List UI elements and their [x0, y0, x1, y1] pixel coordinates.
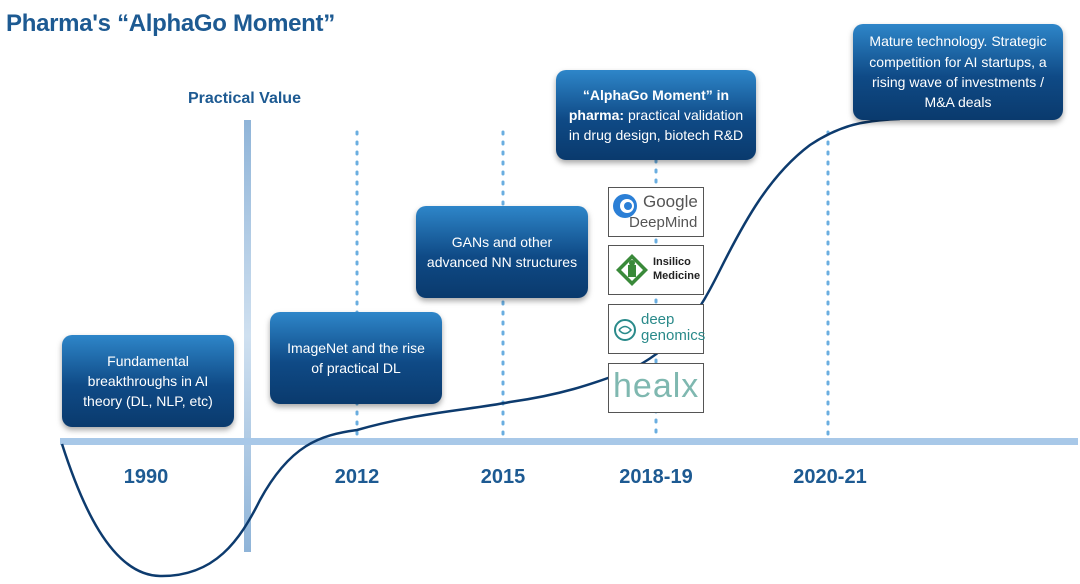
box-2018: “AlphaGo Moment” in pharma: practical va… [556, 70, 756, 160]
logo-deep-genomics: deep genomics [608, 304, 706, 354]
year-label-2012: 2012 [334, 466, 380, 488]
box-2012-text: ImageNet and the rise of practical DL [287, 339, 425, 376]
box-2018-rest: practical validation in drug design, bio… [568, 106, 744, 144]
practical-value-label: Practical Value [188, 90, 301, 107]
box-2018-bold: “AlphaGo Moment” in pharma: [568, 86, 730, 123]
medicine-text: Medicine [653, 270, 701, 282]
deepmind-icon [613, 194, 637, 218]
deepmind-text: DeepMind [629, 214, 698, 231]
genomics-text: genomics [641, 327, 706, 344]
google-text: Google [643, 192, 698, 211]
box-2020-text: Mature technology. Strategic competition… [869, 33, 1047, 111]
practical-value-axis [244, 120, 251, 552]
healx-text: healx [613, 367, 700, 405]
deep-text: deep [641, 311, 675, 328]
year-label-2015: 2015 [480, 466, 526, 488]
box-2018-text: “AlphaGo Moment” in pharma: practical va… [566, 85, 746, 146]
logo-healx: healx [608, 363, 704, 413]
deep-genomics-icon [614, 319, 636, 341]
box-2020: Mature technology. Strategic competition… [853, 24, 1063, 120]
year-label-1990: 1990 [123, 466, 169, 488]
box-2015: GANs and other advanced NN structures [416, 206, 588, 298]
adoption-curve [60, 117, 901, 578]
page-title: Pharma's “AlphaGo Moment” [6, 10, 335, 37]
box-1990: Fundamental breakthroughs in AI theory (… [62, 335, 234, 427]
year-label-2018-19: 2018-19 [619, 466, 693, 488]
year-label-2020-21: 2020-21 [793, 466, 867, 488]
time-axis [60, 438, 1078, 445]
box-2012: ImageNet and the rise of practical DL [270, 312, 442, 404]
box-2015-text: GANs and other advanced NN structures [426, 233, 578, 270]
logo-google-deepmind: Google DeepMind [608, 187, 704, 237]
insilico-icon [616, 254, 648, 286]
insilico-text: Insilico [653, 256, 691, 268]
box-1990-text: Fundamental breakthroughs in AI theory (… [83, 352, 213, 410]
logo-insilico-medicine: Insilico Medicine [608, 245, 704, 295]
